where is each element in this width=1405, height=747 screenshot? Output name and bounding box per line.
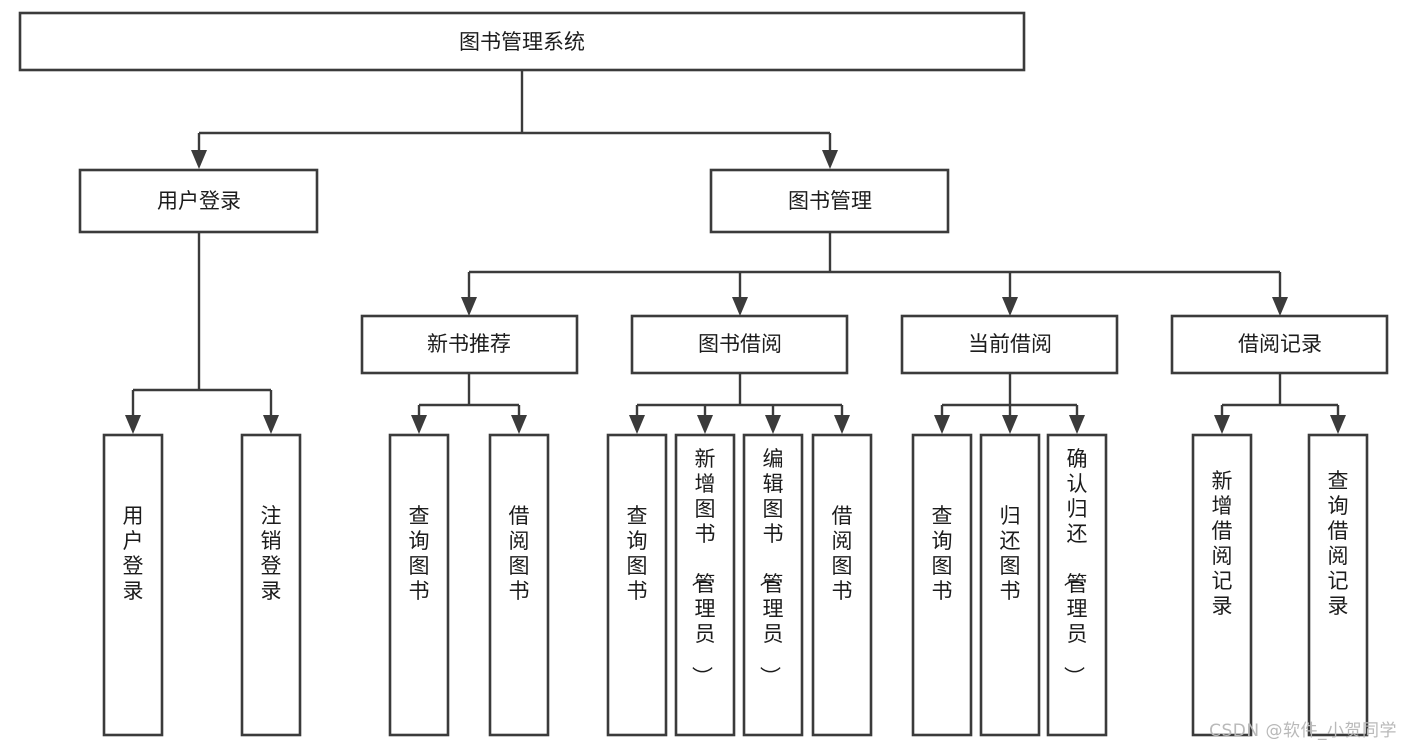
node-current-borrow[interactable]: 当前借阅: [900, 314, 1119, 375]
arrowhead-leaf-query-book-3: [934, 415, 950, 434]
node-leaf-logout-label: 注销登录: [261, 504, 282, 603]
node-leaf-confirm-return[interactable]: 确认归还（管理员）: [1046, 433, 1108, 737]
node-leaf-add-record-box[interactable]: [1191, 433, 1253, 737]
arrowhead-leaf-query-record: [1330, 415, 1346, 434]
node-leaf-query-record-label: 查询借阅记录: [1328, 469, 1349, 618]
node-leaf-query-book-1-box[interactable]: [388, 433, 450, 737]
arrowhead-leaf-user-login: [125, 415, 141, 434]
node-leaf-add-book[interactable]: 新增图书（管理员）: [674, 433, 736, 737]
node-book-manage-label: 图书管理: [788, 189, 872, 213]
node-leaf-return-book-label: 归还图书: [1000, 504, 1021, 603]
node-leaf-add-record-label: 新增借阅记录: [1212, 469, 1233, 618]
arrowhead-leaf-add-record: [1214, 415, 1230, 434]
node-user-login[interactable]: 用户登录: [78, 168, 319, 234]
node-leaf-query-book-3-label: 查询图书: [932, 504, 953, 603]
node-leaf-user-login-label: 用户登录: [123, 504, 144, 603]
node-leaf-user-login-box[interactable]: [102, 433, 164, 737]
arrowhead-leaf-query-book-1: [411, 415, 427, 434]
node-book-manage-box[interactable]: [709, 168, 950, 234]
node-user-login-label: 用户登录: [157, 189, 241, 213]
node-book-manage[interactable]: 图书管理: [709, 168, 950, 234]
node-leaf-query-book-2-box[interactable]: [606, 433, 668, 737]
arrowhead-book-borrow: [732, 297, 748, 316]
arrowhead-new-book-rec: [461, 297, 477, 316]
arrowhead-leaf-query-book-2: [629, 415, 645, 434]
node-current-borrow-box[interactable]: [900, 314, 1119, 375]
node-leaf-edit-book-box[interactable]: [742, 433, 804, 737]
arrowhead-leaf-borrow-book-1: [511, 415, 527, 434]
node-leaf-query-book-2-label: 查询图书: [627, 504, 648, 603]
node-leaf-borrow-book-2[interactable]: 借阅图书: [811, 433, 873, 737]
node-book-borrow-box[interactable]: [630, 314, 849, 375]
arrowhead-leaf-return-book: [1002, 415, 1018, 434]
node-borrow-record-box[interactable]: [1170, 314, 1389, 375]
arrowhead-user-login: [191, 150, 207, 169]
node-new-book-rec[interactable]: 新书推荐: [360, 314, 579, 375]
node-leaf-return-book[interactable]: 归还图书: [979, 433, 1041, 737]
node-leaf-logout-box[interactable]: [240, 433, 302, 737]
node-leaf-query-book-1-label: 查询图书: [409, 504, 430, 603]
arrowhead-leaf-confirm-return: [1069, 415, 1085, 434]
node-leaf-query-book-1[interactable]: 查询图书: [388, 433, 450, 737]
node-book-borrow[interactable]: 图书借阅: [630, 314, 849, 375]
node-leaf-edit-book-label: 编辑图书（管理员）: [758, 447, 784, 687]
arrowhead-book-manage: [822, 150, 838, 169]
node-leaf-confirm-return-label: 确认归还（管理员）: [1062, 447, 1088, 687]
node-leaf-query-book-2[interactable]: 查询图书: [606, 433, 668, 737]
node-leaf-add-record[interactable]: 新增借阅记录: [1191, 433, 1253, 737]
node-borrow-record-label: 借阅记录: [1238, 332, 1322, 356]
node-leaf-query-record[interactable]: 查询借阅记录: [1307, 433, 1369, 737]
node-root[interactable]: 图书管理系统: [18, 11, 1026, 72]
node-root-box[interactable]: [18, 11, 1026, 72]
node-leaf-edit-book[interactable]: 编辑图书（管理员）: [742, 433, 804, 737]
arrowhead-leaf-borrow-book-2: [834, 415, 850, 434]
connector-layer: [125, 70, 1346, 434]
node-book-borrow-label: 图书借阅: [698, 332, 782, 356]
arrowhead-leaf-logout: [263, 415, 279, 434]
node-new-book-rec-box[interactable]: [360, 314, 579, 375]
node-root-label: 图书管理系统: [459, 30, 585, 54]
node-leaf-borrow-book-1-box[interactable]: [488, 433, 550, 737]
node-leaf-borrow-book-1[interactable]: 借阅图书: [488, 433, 550, 737]
node-leaf-logout[interactable]: 注销登录: [240, 433, 302, 737]
node-current-borrow-label: 当前借阅: [968, 332, 1052, 356]
node-leaf-query-book-3-box[interactable]: [911, 433, 973, 737]
node-leaf-add-book-box[interactable]: [674, 433, 736, 737]
node-leaf-query-book-3[interactable]: 查询图书: [911, 433, 973, 737]
node-leaf-return-book-box[interactable]: [979, 433, 1041, 737]
arrowhead-leaf-add-book: [697, 415, 713, 434]
node-leaf-borrow-book-2-box[interactable]: [811, 433, 873, 737]
node-borrow-record[interactable]: 借阅记录: [1170, 314, 1389, 375]
node-leaf-query-record-box[interactable]: [1307, 433, 1369, 737]
node-leaf-user-login[interactable]: 用户登录: [102, 433, 164, 737]
node-leaf-borrow-book-2-label: 借阅图书: [832, 504, 853, 603]
arrowhead-borrow-record: [1272, 297, 1288, 316]
node-user-login-box[interactable]: [78, 168, 319, 234]
node-leaf-add-book-label: 新增图书（管理员）: [690, 447, 716, 687]
arrowhead-current-borrow: [1002, 297, 1018, 316]
node-leaf-borrow-book-1-label: 借阅图书: [509, 504, 530, 603]
node-new-book-rec-label: 新书推荐: [427, 332, 511, 356]
node-leaf-confirm-return-box[interactable]: [1046, 433, 1108, 737]
arrowhead-leaf-edit-book: [765, 415, 781, 434]
